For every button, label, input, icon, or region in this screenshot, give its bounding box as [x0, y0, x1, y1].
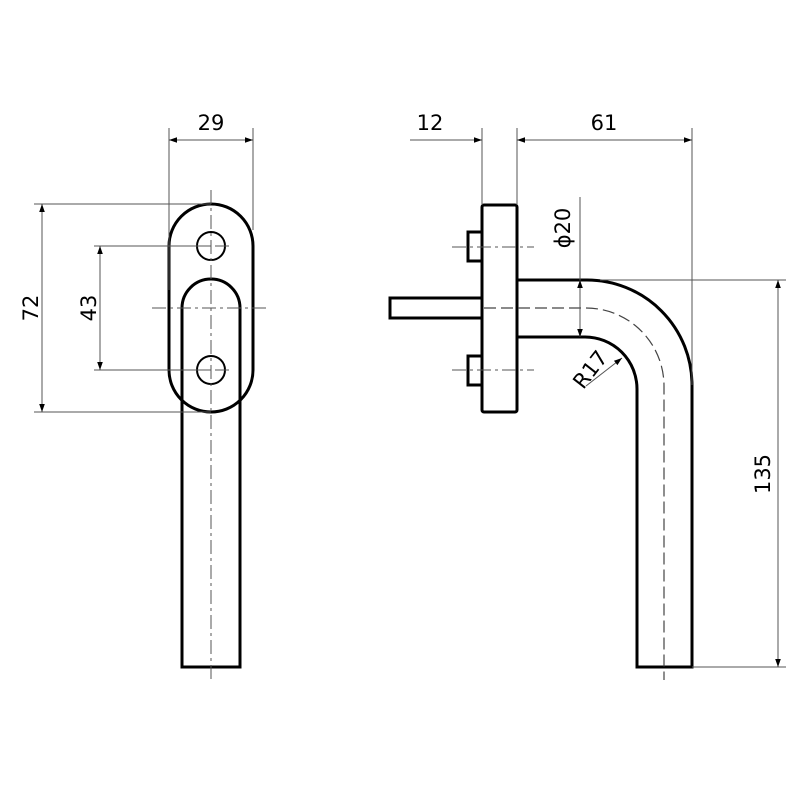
dimension-12: 12 [417, 111, 444, 135]
dimension-135: 135 [751, 454, 775, 494]
dimension-43: 43 [77, 295, 101, 322]
handle-lever-side [517, 278, 694, 669]
radius-leader [585, 357, 623, 387]
handle-centerline [484, 307, 665, 680]
dimension-72: 72 [19, 295, 43, 322]
front-view: 29 72 43 [19, 111, 268, 682]
dimension-29: 29 [198, 111, 225, 135]
handle-lever-front [180, 277, 242, 669]
side-view: 12 61 ϕ20 R17 135 [388, 111, 786, 680]
dimension-radius: R17 [568, 346, 612, 393]
spindle [388, 296, 484, 320]
dimension-61: 61 [591, 111, 618, 135]
dimension-diameter: ϕ20 [551, 208, 575, 249]
